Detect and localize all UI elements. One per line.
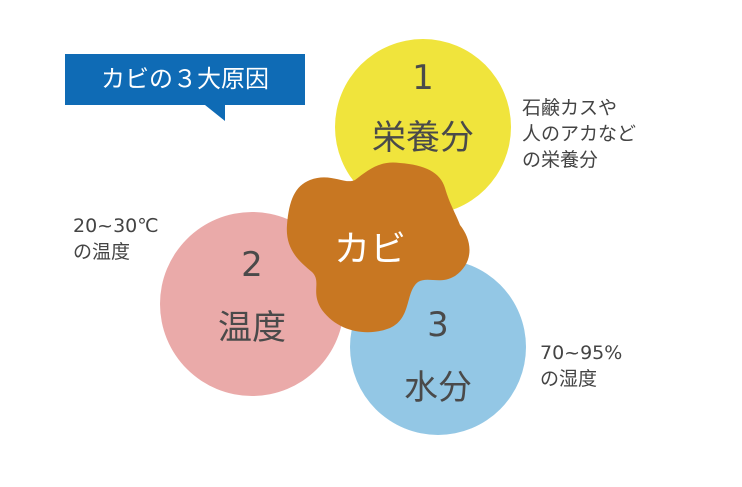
cause-1-name: 栄養分 (372, 118, 474, 158)
mold-blob (286, 162, 470, 333)
mold-label: カビ (333, 229, 406, 270)
cause-3-number: 3 (427, 305, 449, 345)
detail-line: 70~95% (540, 342, 623, 364)
detail-line: の湿度 (540, 368, 598, 390)
cause-1-number: 1 (412, 58, 434, 98)
detail-line: 20~30℃ (73, 215, 159, 237)
detail-line: 人のアカなど (522, 123, 637, 145)
cause-2-name: 温度 (218, 308, 286, 348)
detail-line: の温度 (73, 241, 131, 263)
detail-line: 石鹸カスや (522, 97, 618, 119)
label-tail (205, 105, 225, 121)
cause-3-name: 水分 (404, 368, 472, 408)
detail-line: の栄養分 (522, 149, 599, 171)
cause-2-number: 2 (241, 245, 263, 285)
cause-2-detail: 20~30℃ の温度 (73, 213, 159, 265)
title-label: カビの３大原因 (65, 54, 305, 105)
cause-3-detail: 70~95% の湿度 (540, 340, 622, 392)
cause-1-detail: 石鹸カスや 人のアカなど の栄養分 (522, 95, 636, 173)
